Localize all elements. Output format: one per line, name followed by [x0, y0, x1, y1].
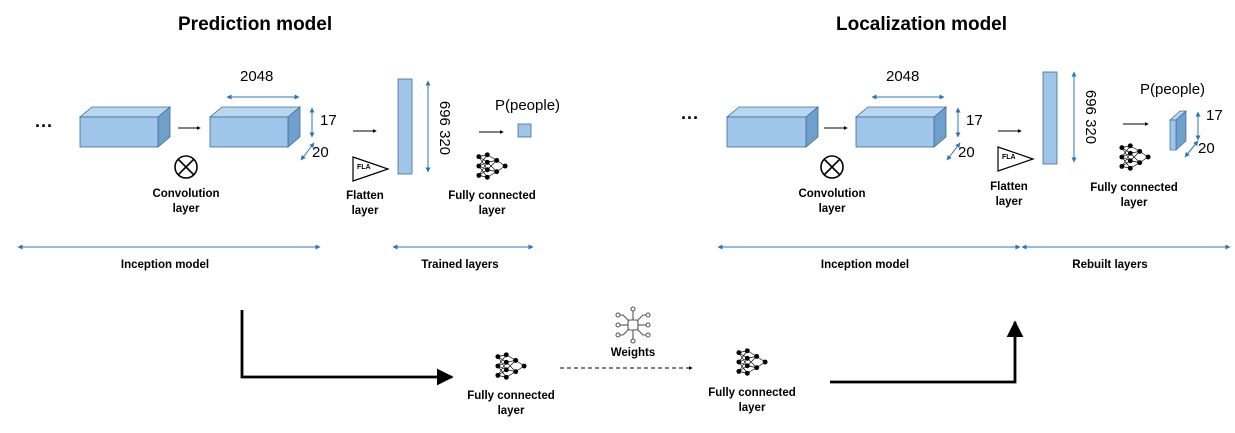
pred-convolution-icon: [174, 155, 198, 179]
loc-flatten-bar: [1042, 71, 1058, 165]
transfer-fc-right-icon: [735, 347, 769, 377]
transfer-fc-left-icon: [494, 351, 528, 381]
pred-flatten-label-line2: layer: [351, 205, 379, 217]
pred-trained-label: Trained layers: [421, 259, 499, 271]
pred-flat-dims: 696 320: [436, 100, 453, 156]
transfer-fc-left-label-line2: layer: [497, 405, 525, 417]
transfer-fc-left-label: Fully connected layer: [456, 389, 566, 419]
pred-output-square: [517, 123, 532, 138]
loc-fc-label: Fully connected layer: [1079, 181, 1189, 211]
pred-flatten-icon: [352, 156, 390, 182]
loc-ellipsis: ...: [681, 103, 700, 123]
pred-dim-width: 2048: [240, 68, 274, 85]
transfer-fc-left-label-line1: Fully connected: [467, 390, 555, 402]
loc-output-box: [1169, 110, 1187, 151]
transfer-fc-right-label: Fully connected layer: [697, 386, 807, 416]
pred-title: Prediction model: [178, 14, 333, 35]
loc-inception-label: Inception model: [820, 259, 910, 271]
loc-fc-label-line1: Fully connected: [1090, 182, 1178, 194]
pred-fc-label: Fully connected layer: [437, 189, 547, 219]
loc-flatten-label-line1: Flatten: [990, 181, 1028, 193]
loc-output-label: P(people): [1140, 81, 1206, 98]
pred-conv-label-line1: Convolution: [152, 188, 220, 200]
loc-rebuilt-label: Rebuilt layers: [1072, 259, 1148, 271]
pred-flatten-label-line1: Flatten: [346, 190, 384, 202]
loc-title: Localization model: [836, 14, 1008, 35]
loc-flatten-label-line2: layer: [995, 196, 1023, 208]
loc-flatten-icon-text: FLA: [1002, 154, 1016, 161]
weights-label: Weights: [610, 347, 656, 359]
loc-flat-dims: 696 320: [1082, 89, 1099, 145]
loc-output-height: 17: [1206, 107, 1223, 124]
loc-depth-arrow: [946, 142, 961, 161]
pred-flatten-bar: [397, 78, 413, 175]
loc-conv-label-line2: layer: [818, 203, 846, 215]
pred-flatten-icon-text: FLA: [357, 164, 371, 171]
transfer-fc-right-label-line1: Fully connected: [708, 387, 796, 399]
pred-inception-label: Inception model: [120, 259, 210, 271]
loc-dim-height: 17: [966, 112, 983, 129]
pred-box-2: [208, 106, 302, 148]
loc-dim-depth: 20: [958, 144, 975, 161]
loc-box-1: [725, 106, 820, 148]
loc-output-depth-arrow: [1184, 140, 1199, 158]
pred-ellipsis: ...: [35, 111, 54, 131]
transfer-arrow-left: [240, 310, 454, 386]
pred-box-1: [78, 106, 172, 148]
pred-conv-label: Convolution layer: [136, 187, 236, 217]
pred-fc-label-line2: layer: [478, 205, 506, 217]
pred-flatten-label: Flatten layer: [335, 189, 395, 219]
loc-fc-label-line2: layer: [1120, 197, 1148, 209]
pred-conv-label-line2: layer: [172, 203, 200, 215]
weights-icon: [615, 306, 651, 344]
loc-box-2: [854, 106, 948, 148]
transfer-fc-right-label-line2: layer: [738, 402, 766, 414]
pred-fc-network-icon: [475, 151, 509, 181]
pred-dim-depth: 20: [312, 144, 329, 161]
pred-depth-arrow: [300, 142, 315, 161]
loc-dim-width: 2048: [886, 68, 920, 85]
transfer-arrow-right: [830, 320, 1024, 384]
pred-dim-height: 17: [320, 112, 337, 129]
loc-conv-label: Convolution layer: [782, 187, 882, 217]
loc-flatten-icon: [997, 146, 1035, 172]
loc-convolution-icon: [820, 155, 844, 179]
loc-output-depth: 20: [1198, 140, 1215, 157]
pred-fc-label-line1: Fully connected: [448, 190, 536, 202]
pred-output-label: P(people): [495, 97, 561, 114]
loc-flatten-label: Flatten layer: [979, 180, 1039, 210]
loc-conv-label-line1: Convolution: [798, 188, 866, 200]
loc-fc-network-icon: [1118, 142, 1152, 172]
